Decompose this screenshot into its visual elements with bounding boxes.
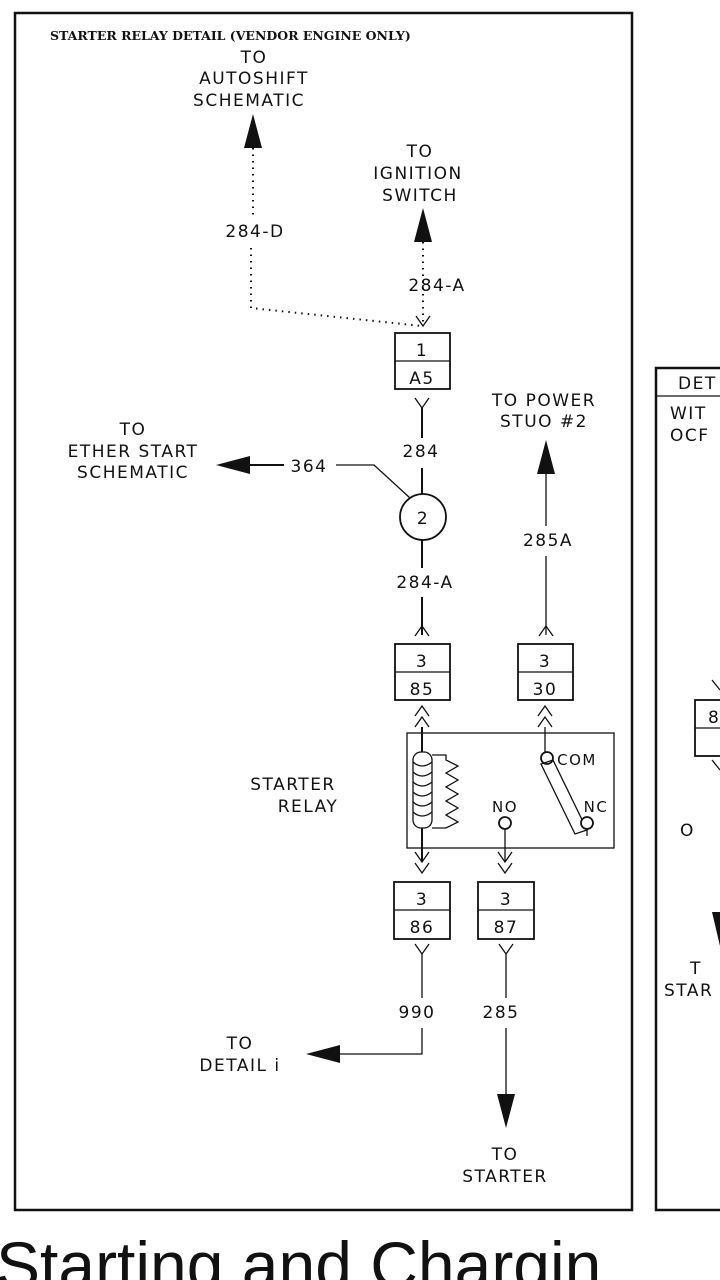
connector-arrow-30-out-2 — [537, 715, 553, 728]
adjacent-detail-panel: DET WIT OCF 8 O T STAR — [654, 366, 720, 1212]
svg-text:1: 1 — [416, 341, 428, 361]
svg-text:86: 86 — [410, 918, 435, 938]
svg-text:TO: TO — [240, 48, 268, 68]
svg-text:85: 85 — [410, 680, 435, 700]
svg-text:IGNITION: IGNITION — [373, 164, 462, 184]
power-stud-destination: TO POWER STUO #2 — [491, 391, 596, 432]
connector-arrow-87-out — [498, 943, 514, 956]
svg-text:TO: TO — [119, 420, 147, 440]
svg-text:SWITCH: SWITCH — [382, 186, 458, 206]
connector-87: 3 87 — [477, 881, 535, 940]
ether-start-destination: TO ETHER START SCHEMATIC — [68, 420, 199, 483]
connector-arrow-86-in-2 — [414, 862, 430, 875]
starter-destination: TO STARTER — [462, 1145, 548, 1187]
wire-label-285: 285 — [483, 1003, 520, 1023]
wire-label-285a: 285A — [523, 531, 573, 551]
connector-85: 3 85 — [394, 643, 451, 701]
svg-text:STARTER: STARTER — [250, 775, 336, 795]
connector-arrow-87-in-2 — [497, 862, 513, 875]
wire-990-lower — [340, 1028, 423, 1055]
autoshift-destination: TO AUTOSHIFT SCHEMATIC — [193, 48, 309, 111]
relay-switch-icon — [498, 727, 594, 862]
section-caption: Starting and Chargin — [0, 1228, 601, 1280]
wire-label-284: 284 — [403, 442, 440, 462]
svg-text:WIT: WIT — [670, 404, 707, 424]
svg-text:2: 2 — [417, 509, 429, 529]
svg-text:3: 3 — [416, 890, 428, 910]
connector-arrow-85-in — [414, 624, 430, 637]
autoshift-arrowhead — [244, 114, 262, 148]
svg-text:3: 3 — [500, 890, 512, 910]
svg-text:A5: A5 — [409, 369, 434, 389]
svg-text:O: O — [680, 821, 695, 841]
detail-frame — [13, 11, 634, 1212]
svg-text:T: T — [689, 959, 702, 979]
power-stud-arrowhead — [537, 440, 555, 474]
svg-text:STAR: STAR — [664, 981, 713, 1001]
connector-arrow-85-out — [414, 704, 430, 717]
ignition-arrowhead — [414, 208, 432, 242]
connector-30: 3 30 — [517, 643, 574, 701]
svg-text:8: 8 — [708, 708, 720, 728]
svg-text:SCHEMATIC: SCHEMATIC — [77, 463, 189, 483]
splice-2: 2 — [399, 493, 447, 541]
ether-start-arrowhead — [216, 456, 250, 474]
starter-arrowhead — [497, 1094, 515, 1128]
wire-label-284a-top: 284-A — [408, 276, 465, 296]
svg-text:DETAIL i: DETAIL i — [199, 1056, 280, 1076]
detail-title: STARTER RELAY DETAIL (VENDOR ENGINE ONLY… — [50, 28, 411, 43]
relay-nc-label: NC — [584, 798, 609, 816]
svg-text:STUO #2: STUO #2 — [500, 412, 588, 432]
svg-text:87: 87 — [494, 918, 519, 938]
svg-text:3: 3 — [539, 652, 551, 672]
wire-284d-lower — [250, 248, 423, 327]
connector-arrow-a5-in — [415, 315, 431, 328]
ignition-destination: TO IGNITION SWITCH — [373, 142, 462, 206]
wire-label-364: 364 — [291, 457, 328, 477]
connector-arrow-86-out — [414, 943, 430, 956]
detail-destination: TO DETAIL i — [199, 1034, 280, 1076]
connector-arrow-30-in — [538, 624, 554, 637]
relay-com-label: COM — [557, 751, 597, 769]
wire-364-right — [336, 464, 411, 499]
detail-arrowhead — [306, 1045, 340, 1063]
relay-no-label: NO — [492, 798, 518, 816]
svg-text:SCHEMATIC: SCHEMATIC — [193, 91, 305, 111]
svg-text:TO: TO — [491, 1145, 519, 1165]
svg-text:AUTOSHIFT: AUTOSHIFT — [199, 69, 309, 89]
connector-arrow-a5-out — [414, 397, 430, 410]
svg-text:STARTER: STARTER — [462, 1167, 548, 1187]
svg-text:ETHER START: ETHER START — [68, 442, 199, 462]
svg-text:TO: TO — [406, 142, 434, 162]
wire-label-284d: 284-D — [225, 222, 284, 242]
svg-text:3: 3 — [416, 652, 428, 672]
connector-arrow-87-in — [497, 851, 513, 864]
svg-text:TO POWER: TO POWER — [491, 391, 596, 411]
connector-a5: 1 A5 — [394, 332, 451, 390]
relay-body — [406, 732, 615, 849]
connector-arrow-30-out — [537, 704, 553, 717]
svg-text:OCF: OCF — [670, 426, 710, 446]
svg-text:TO: TO — [226, 1034, 254, 1054]
svg-text:RELAY: RELAY — [278, 797, 339, 817]
svg-text:30: 30 — [533, 680, 558, 700]
relay-coil-icon — [412, 727, 460, 862]
wire-label-284a-mid: 284-A — [396, 573, 453, 593]
relay-label: STARTER RELAY — [250, 775, 339, 817]
connector-arrow-86-in — [414, 851, 430, 864]
connector-86: 3 86 — [393, 881, 451, 940]
connector-arrow-85-out-2 — [414, 715, 430, 728]
svg-text:DET: DET — [678, 374, 717, 394]
wire-label-990: 990 — [399, 1003, 436, 1023]
